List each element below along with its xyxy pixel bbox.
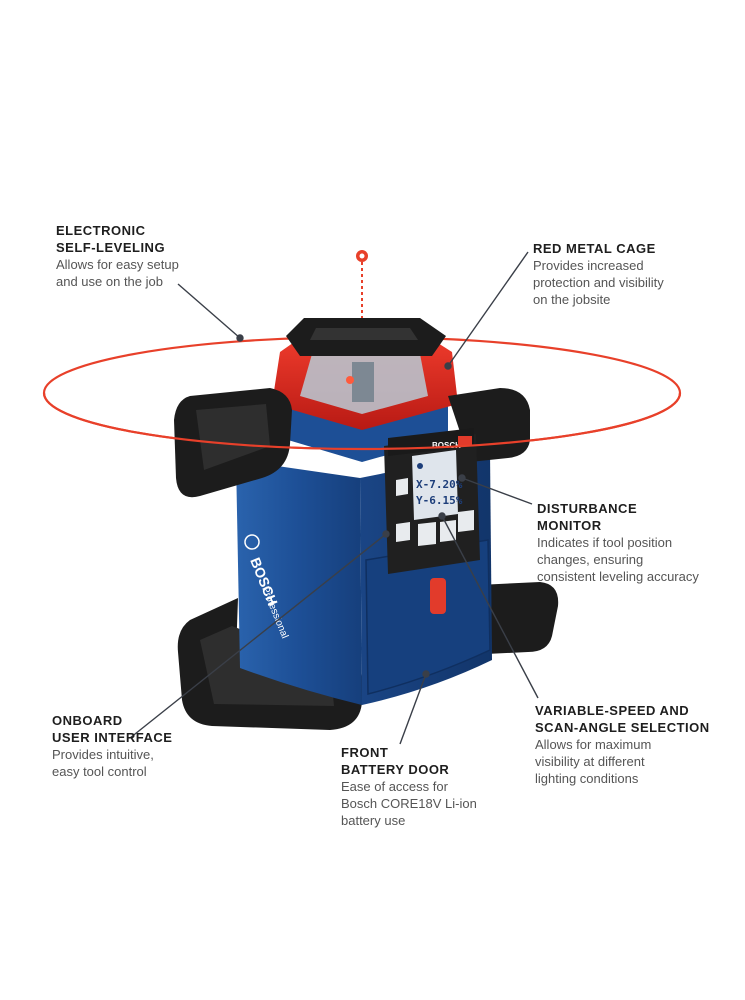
callout-battery-door-title: FRONT BATTERY DOOR [341,745,450,777]
lcd-y-tilt-readout: Y-6.15% [416,494,463,507]
laser-emitter [346,376,354,384]
laser-ring-front [42,392,682,451]
callout-user-interface: ONBOARD USER INTERFACE Provides intuitiv… [52,712,172,780]
bumper-bottom-right [478,582,559,654]
callout-red-cage-desc: Provides increased protection and visibi… [533,258,664,307]
callout-variable-speed-desc: Allows for maximum visibility at differe… [535,737,652,786]
bumper-top-left-inner [196,404,270,470]
callout-self-leveling: ELECTRONIC SELF-LEVELING Allows for easy… [56,222,179,290]
lcd-display [412,450,458,520]
callout-disturbance-desc: Indicates if tool position changes, ensu… [537,535,699,584]
callout-user-interface-desc: Provides intuitive, easy tool control [52,747,154,779]
bosch-armature-icon [244,534,260,550]
plumb-dot-core [359,253,365,259]
battery-door-latch [430,578,446,614]
lcd-status-icon [417,463,423,469]
button-speed[interactable] [418,522,436,546]
callout-battery-door-desc: Ease of access for Bosch CORE18V Li-ion … [341,779,477,828]
callout-disturbance-monitor: DISTURBANCE MONITOR Indicates if tool po… [537,500,699,585]
laser-head [352,362,374,402]
housing-left-face [236,460,362,705]
power-button[interactable] [458,436,472,446]
lcd-x-tilt-readout: X-7.20% [416,478,463,491]
cage-top-recess [310,328,418,340]
callout-battery-door: FRONT BATTERY DOOR Ease of access for Bo… [341,744,477,829]
callout-variable-speed: VARIABLE-SPEED AND SCAN-ANGLE SELECTION … [535,702,710,787]
callout-red-cage: RED METAL CAGE Provides increased protec… [533,240,664,308]
callout-disturbance-title: DISTURBANCE MONITOR [537,501,638,533]
callout-variable-speed-title: VARIABLE-SPEED AND SCAN-ANGLE SELECTION [535,703,710,735]
button-scan-angle[interactable] [440,520,456,542]
panel-brand-logo: BOSCH [432,441,461,450]
leader-lines [129,251,539,745]
callout-self-leveling-title: ELECTRONIC SELF-LEVELING [56,223,166,255]
button-mode-down[interactable] [396,522,410,542]
button-left[interactable] [396,478,408,496]
battery-door [365,539,491,695]
button-right[interactable] [458,510,474,532]
callout-self-leveling-desc: Allows for easy setup and use on the job [56,257,179,289]
callout-user-interface-title: ONBOARD USER INTERFACE [52,713,173,745]
callout-red-cage-title: RED METAL CAGE [533,241,656,256]
